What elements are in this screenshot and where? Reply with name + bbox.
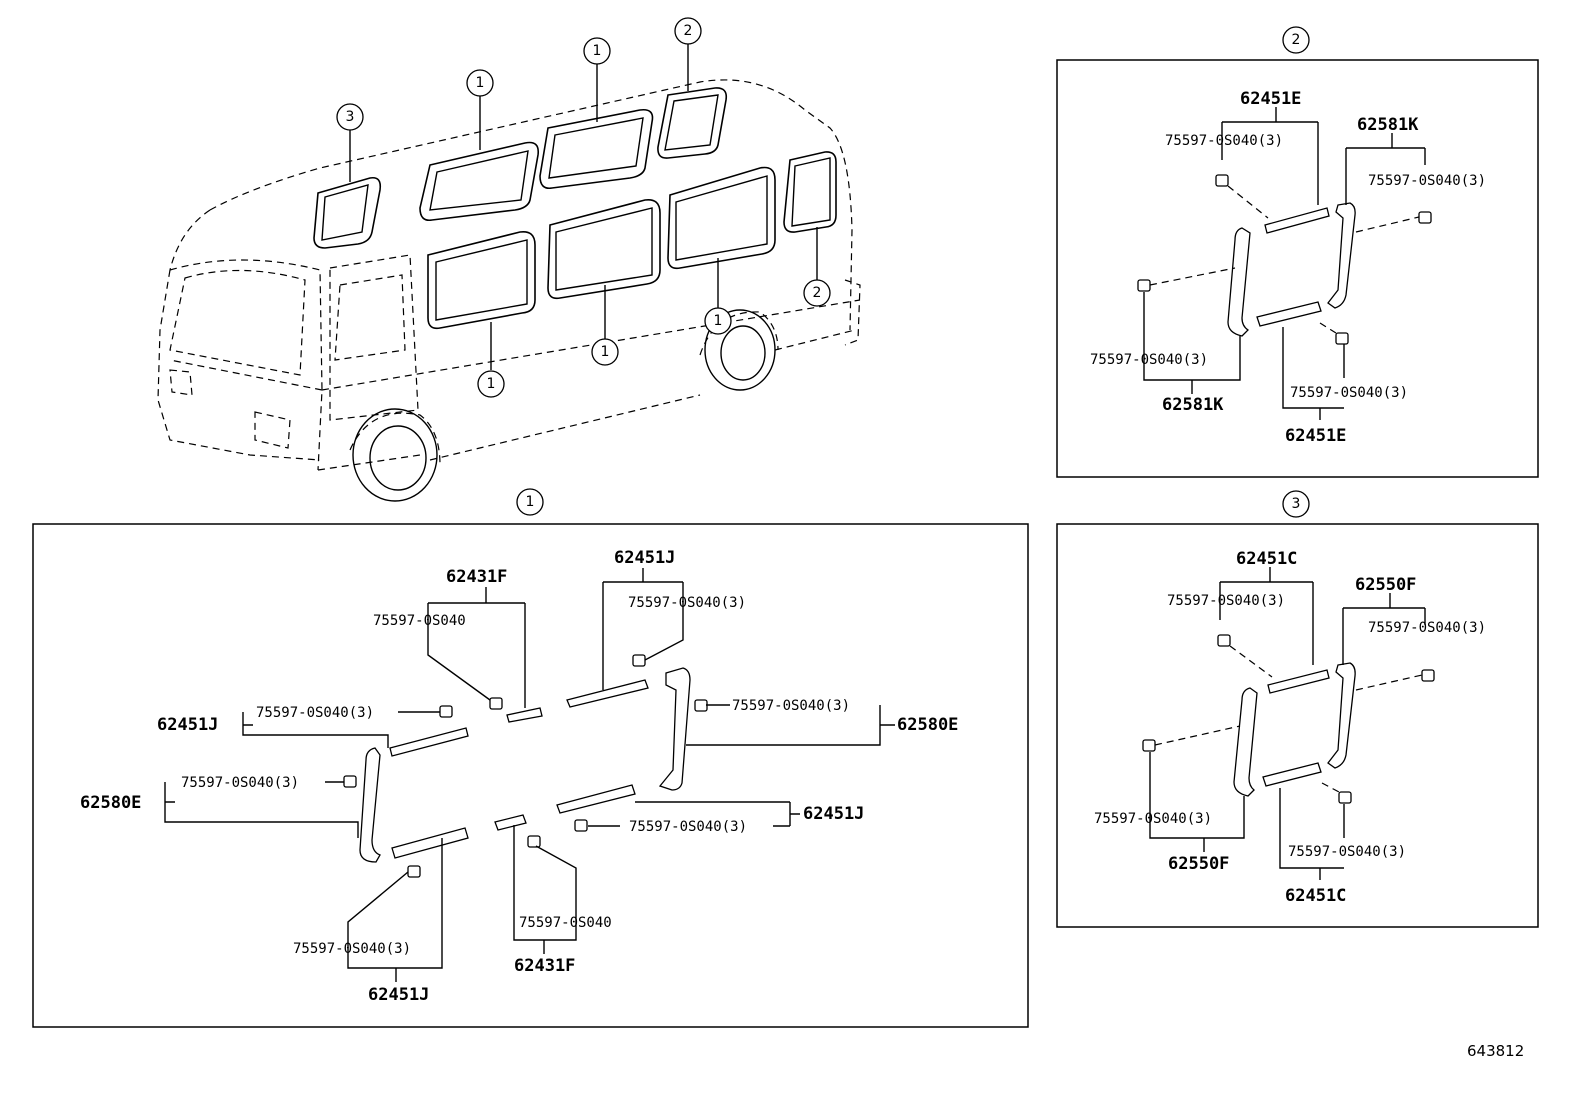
clip: [1335, 332, 1349, 345]
svg-text:1: 1: [526, 494, 535, 510]
molding-right-vertical: [1327, 662, 1356, 769]
molding-left-vertical: [1233, 687, 1258, 797]
detail-3-frame: [1056, 523, 1539, 928]
clip: [574, 819, 588, 832]
clip: [489, 697, 503, 710]
molding-upper-horizontal: [566, 679, 649, 708]
label-75597-d: 75597-0S040(3): [1288, 844, 1406, 860]
detail-2-frame: [1056, 59, 1539, 478]
van-illustration: 3 1 1 2 1 1 1 2: [157, 17, 861, 502]
callout-2-detail: 2: [1282, 26, 1310, 54]
svg-text:1: 1: [487, 376, 496, 392]
label-75597-c: 75597-0S040(3): [1094, 811, 1212, 827]
label-75597-c: 75597-0S040(3): [1090, 352, 1208, 368]
label-75597-bottom-left: 75597-0S040(3): [293, 941, 411, 957]
label-75597-b: 75597-0S040(3): [1368, 173, 1486, 189]
label-75597-d: 75597-0S040(3): [1290, 385, 1408, 401]
molding-short-upper: [506, 707, 543, 723]
callout-1-van-c: 1: [477, 370, 505, 398]
clip: [694, 699, 708, 712]
clip: [407, 865, 421, 878]
detail-3-panel: 3 62451C 75597-0S040(3) 62550F 75597-0S0…: [1056, 490, 1539, 928]
label-62451J-right: 62451J: [803, 804, 864, 824]
molding-bottom: [1256, 301, 1322, 327]
svg-text:3: 3: [1292, 496, 1301, 512]
clip: [1338, 791, 1352, 804]
label-62550F-top: 62550F: [1355, 575, 1416, 595]
label-75597-a: 75597-0S040(3): [1165, 133, 1283, 149]
clip: [1142, 739, 1156, 752]
callout-1-van-b: 1: [583, 37, 611, 65]
label-62580E-left: 62580E: [80, 793, 141, 813]
molding-lower-right: [556, 784, 636, 814]
svg-text:1: 1: [593, 43, 602, 59]
label-75597-a: 75597-0S040(3): [1167, 593, 1285, 609]
molding-top: [1267, 669, 1330, 694]
molding-lower-left: [391, 827, 469, 859]
callout-1-van-a: 1: [466, 69, 494, 97]
label-62580E-right: 62580E: [897, 715, 958, 735]
clip: [527, 835, 541, 848]
molding-bottom: [1262, 762, 1322, 787]
molding-right-vertical: [1327, 202, 1356, 309]
label-75597-b: 75597-0S040(3): [1368, 620, 1486, 636]
label-62451J-left: 62451J: [157, 715, 218, 735]
callout-2-van-b: 2: [803, 279, 831, 307]
callout-3-van: 3: [336, 103, 364, 131]
callout-3-detail: 3: [1282, 490, 1310, 518]
label-75597-0S040-bottom: 75597-0S040: [519, 915, 612, 931]
clip: [1421, 669, 1435, 682]
callout-1-detail: 1: [516, 488, 544, 516]
svg-text:1: 1: [714, 313, 723, 329]
svg-text:3: 3: [346, 109, 355, 125]
molding-left-vertical: [359, 747, 381, 863]
label-62451C-top: 62451C: [1236, 549, 1297, 569]
clip: [439, 705, 453, 718]
molding-left-vertical: [1227, 227, 1251, 337]
label-62550F-bottom: 62550F: [1168, 854, 1229, 874]
label-75597-top-right: 75597-0S040(3): [628, 595, 746, 611]
molding-top: [1264, 207, 1330, 234]
detail-2-panel: 2 62451E 75597-0S040(3) 62581K 75597-0S0…: [1056, 26, 1539, 478]
callout-2-van-a: 2: [674, 17, 702, 45]
molding-right-vertical: [658, 667, 691, 791]
label-62451E-bottom: 62451E: [1285, 426, 1346, 446]
label-62451E-top: 62451E: [1240, 89, 1301, 109]
clip: [1418, 211, 1432, 224]
clip: [1217, 634, 1231, 647]
label-75597-right-lower: 75597-0S040(3): [629, 819, 747, 835]
svg-text:2: 2: [813, 285, 822, 301]
callout-1-van-d: 1: [591, 338, 619, 366]
label-62431F-bottom: 62431F: [514, 956, 575, 976]
svg-text:1: 1: [601, 344, 610, 360]
detail-1-frame: [32, 523, 1029, 1028]
molding-left-horizontal: [389, 727, 469, 757]
label-62451J-bottom: 62451J: [368, 985, 429, 1005]
label-62581K-bottom: 62581K: [1162, 395, 1224, 415]
svg-text:1: 1: [476, 75, 485, 91]
label-62451J-top: 62451J: [614, 548, 675, 568]
label-75597-0S040-top: 75597-0S040: [373, 613, 466, 629]
document-number: 643812: [1467, 1042, 1524, 1060]
label-62431F-top: 62431F: [446, 567, 507, 587]
label-62581K-top: 62581K: [1357, 115, 1419, 135]
label-62451C-bottom: 62451C: [1285, 886, 1346, 906]
clip: [632, 654, 646, 667]
clip: [1137, 279, 1151, 292]
svg-text:2: 2: [684, 23, 693, 39]
molding-short-lower: [494, 814, 527, 831]
detail-1-panel: 1 62431F 75597-0S040 62451J 75597-0: [32, 488, 1029, 1028]
callout-1-van-e: 1: [704, 307, 732, 335]
label-75597-left-upper: 75597-0S040(3): [256, 705, 374, 721]
label-75597-left-lower: 75597-0S040(3): [181, 775, 299, 791]
svg-text:2: 2: [1292, 32, 1301, 48]
clip: [1215, 174, 1229, 187]
label-75597-right-upper: 75597-0S040(3): [732, 698, 850, 714]
clip: [343, 775, 357, 788]
